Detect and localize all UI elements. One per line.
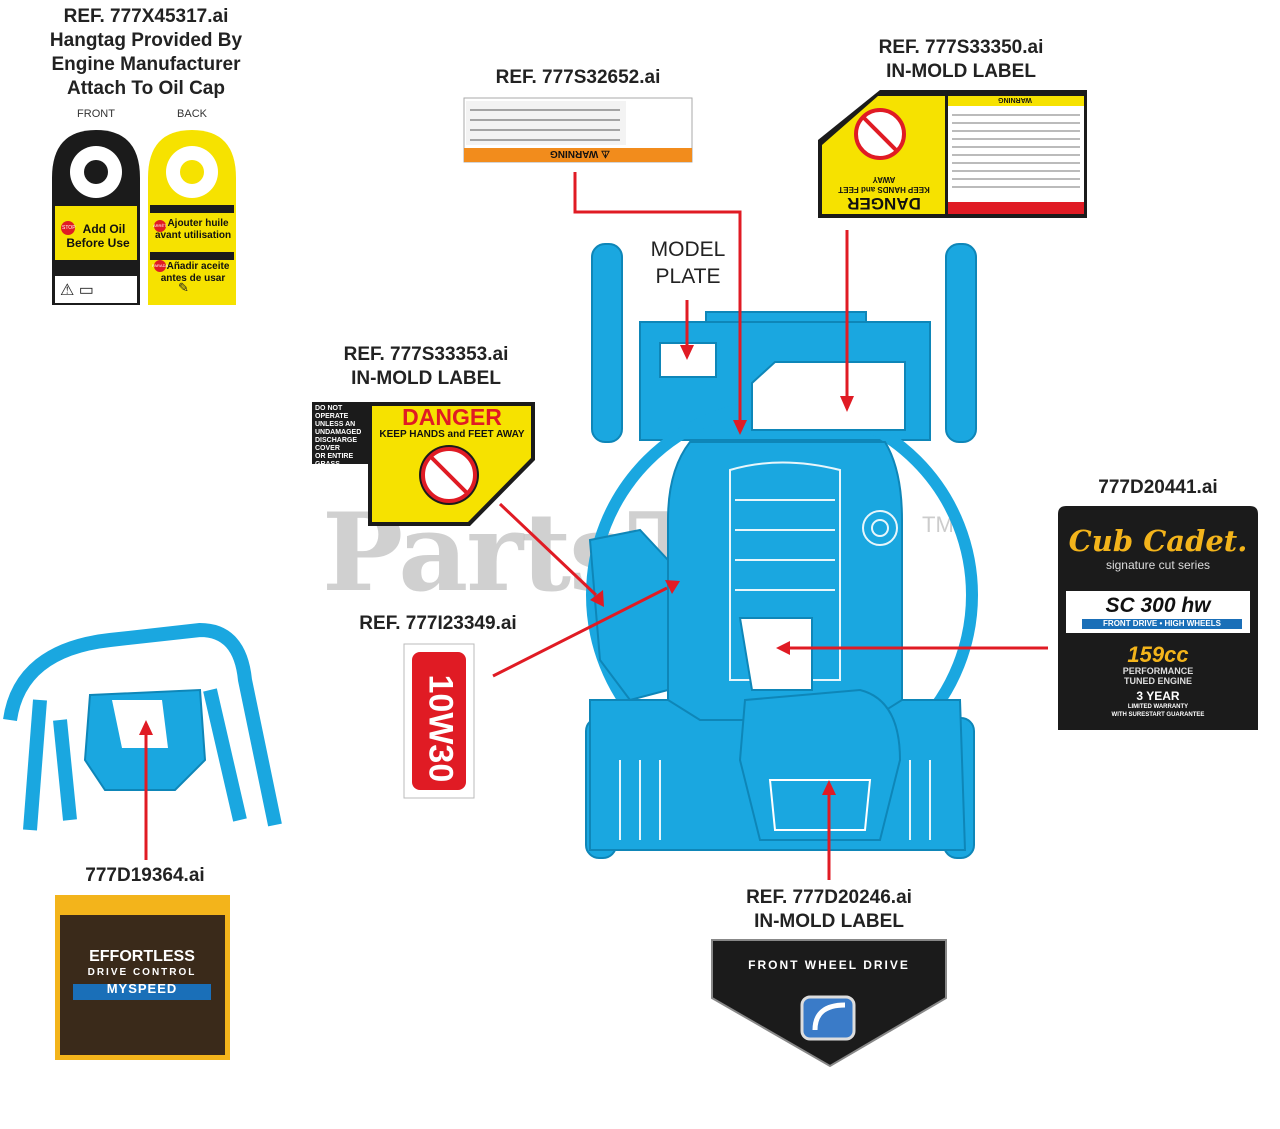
hangtag-back [148, 130, 236, 305]
handle-label-line: DRIVE CONTROL [87, 967, 197, 978]
inmold-top-warning: WARNING [998, 96, 1032, 103]
arrows [144, 172, 1048, 880]
brand-label-caption: 777D20441.ai [1098, 477, 1218, 498]
hangtag-back-es-line: Añadir aceite [166, 261, 230, 272]
inmold-top-caption: REF. 777S33350.ai IN-MOLD LABEL [846, 36, 1076, 84]
inmold-left-caption-line: REF. 777S33353.ai [343, 344, 509, 365]
inmold-left-keep: KEEP HANDS and FEET AWAY [379, 429, 525, 440]
rear-right-wheel [945, 243, 977, 443]
brand-warranty-line: WITH SURESTART GUARANTEE [1111, 712, 1205, 718]
mower-top-view [585, 243, 978, 859]
warning-banner: ⚠ WARNING [549, 148, 611, 159]
inmold-top-text: DANGER KEEP HANDS and FEET AWAY [826, 174, 942, 213]
hangtag-front-label: FRONT [77, 108, 115, 120]
side-text-line: DO NOT OPERATE [315, 405, 349, 420]
discharge-chute [588, 528, 669, 702]
brand-engine: PERFORMANCE TUNED ENGINE [1062, 666, 1254, 686]
fwd-label-text: FRONT WHEEL DRIVE [748, 958, 910, 972]
hangtag-back-es: Añadir aceite antes de usar [150, 261, 236, 285]
parada-word: PARADA [152, 263, 169, 268]
hangtag-back-label: BACK [177, 108, 207, 120]
brand-series: signature cut series [1105, 558, 1211, 572]
hangtag-caption: REF. 777X45317.ai Hangtag Provided By En… [18, 5, 274, 101]
side-text-line: PLACE. [315, 477, 341, 484]
hangtag-back-icons: ✎ [178, 280, 189, 295]
hangtag-back-fr-line: avant utilisation [154, 230, 232, 241]
handle-label-line: MYSPEED [106, 981, 178, 996]
hangtag-back-fr: Ajouter huile avant utilisation [150, 218, 236, 242]
handle-label-spot [112, 700, 168, 748]
brand-label-spot [738, 617, 813, 691]
handle-view [3, 623, 282, 831]
side-text-line: CATCHER IS IN [315, 469, 367, 476]
hangtag-front-line: Before Use [66, 236, 130, 250]
brand-cc: 159cc [1127, 642, 1189, 667]
model-plate-caption: MODEL PLATE [636, 236, 740, 290]
fwd-label-graphic [711, 939, 947, 1068]
hangtag-warning-icons: ⚠ ▭ [60, 282, 94, 299]
hangtag-front [52, 130, 140, 305]
inmold-top-keep: KEEP HANDS and FEET AWAY [838, 175, 930, 194]
rear-left-wheel [591, 243, 623, 443]
brand-model: SC 300 hw [1105, 594, 1211, 617]
model-plate-line: PLATE [655, 265, 721, 288]
handle-label-graphic [55, 895, 230, 1060]
side-text-line: DISCHARGE COVER [315, 437, 358, 452]
fwd-label-caption: REF. 777D20246.ai IN-MOLD LABEL [710, 886, 948, 934]
brand-warranty-line: LIMITED WARRANTY [1127, 704, 1189, 710]
hangtag-caption-line: Hangtag Provided By [49, 30, 243, 51]
inmold-top-spot [751, 361, 906, 431]
hangtag-back-es-line: antes de usar [160, 273, 226, 284]
fwd-label-caption-line: IN-MOLD LABEL [754, 911, 904, 932]
inmold-top-danger: DANGER [847, 194, 921, 213]
handle-label-caption: 777D19364.ai [85, 865, 205, 886]
brand-engine-line: TUNED ENGINE [1123, 676, 1192, 686]
warning-label-graphic [463, 97, 693, 163]
side-text-line: UNDAMAGED [315, 429, 362, 436]
model-plate-line: MODEL [650, 238, 726, 261]
side-text-line: OR ENTIRE GRASS [315, 453, 354, 468]
inmold-left-side-text: DO NOT OPERATE UNLESS AN UNDAMAGED DISCH… [315, 405, 369, 485]
inmold-left-graphic [312, 402, 535, 526]
brand-label-graphic [1058, 506, 1258, 730]
inmold-left-caption: REF. 777S33353.ai IN-MOLD LABEL [306, 343, 546, 391]
hangtag-front-line: Add Oil [82, 222, 126, 236]
oil-label-text: 10W30 [421, 674, 460, 783]
arret-word: ARRÊT [153, 223, 167, 228]
side-text-line: UNLESS AN [315, 421, 356, 428]
handle-label-line: EFFORTLESS [89, 948, 195, 965]
fwd-label-spot [768, 779, 872, 831]
hangtag-back-fr-line: Ajouter huile [167, 218, 229, 229]
hangtag-caption-line: Engine Manufacturer [51, 54, 241, 75]
brand-warranty-line: 3 YEAR [1136, 689, 1180, 703]
brand-name: Cub Cadet. [1068, 524, 1248, 558]
inmold-top-caption-line: IN-MOLD LABEL [886, 61, 1036, 82]
handle-label-text: EFFORTLESS DRIVE CONTROL MYSPEED [62, 948, 222, 998]
inmold-left-text: DANGER KEEP HANDS and FEET AWAY [374, 405, 530, 441]
hangtag-caption-line: Attach To Oil Cap [67, 78, 225, 99]
brand-engine-line: PERFORMANCE [1122, 666, 1194, 676]
warning-label-caption: REF. 777S32652.ai [495, 67, 661, 88]
fwd-label-caption-line: REF. 777D20246.ai [746, 887, 912, 908]
hangtag-caption-line: REF. 777X45317.ai [63, 6, 229, 27]
brand-drive: FRONT DRIVE • HIGH WHEELS [1103, 619, 1221, 628]
oil-label-caption: REF. 777I23349.ai [359, 613, 517, 634]
inmold-top-caption-line: REF. 777S33350.ai [878, 37, 1044, 58]
inmold-left-danger: DANGER [402, 404, 502, 430]
inmold-top-graphic [818, 90, 1087, 218]
hangtag-front-text: Add Oil Before Use [57, 222, 139, 250]
brand-warranty: 3 YEAR LIMITED WARRANTY WITH SURESTART G… [1062, 690, 1254, 719]
inmold-left-caption-line: IN-MOLD LABEL [351, 368, 501, 389]
oil-label-graphic [403, 643, 475, 799]
